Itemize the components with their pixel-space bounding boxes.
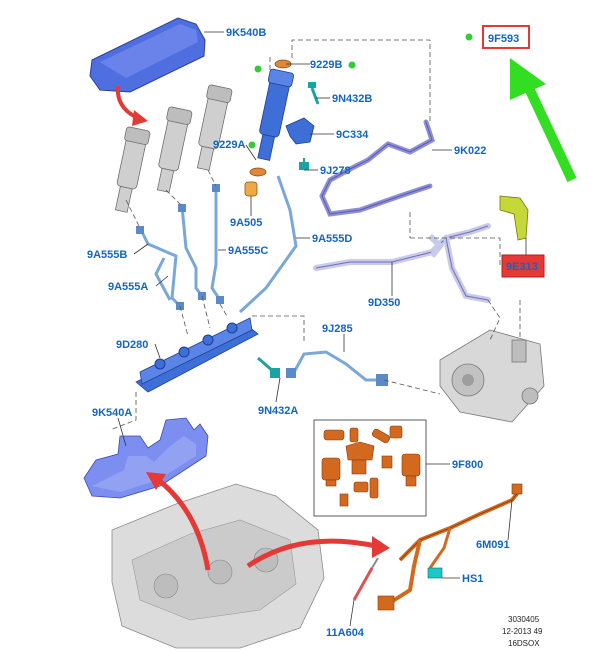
label-6m091: 6M091 (476, 539, 510, 551)
label-9j285: 9J285 (322, 323, 353, 335)
green-marker-dots (248, 33, 473, 149)
label-9a505: 9A505 (230, 217, 262, 229)
upper-engine-cover-part (89, 17, 206, 93)
label-hs1: HS1 (462, 573, 483, 585)
spill-line-9d350-part (313, 223, 491, 303)
assembly-dashed-lines (109, 39, 521, 431)
label-9e313: 9E313 (506, 261, 538, 273)
red-callout-arrow-harness (246, 536, 390, 569)
fuel-rail-9d280-part (135, 317, 259, 393)
bolt-9j278-part (299, 158, 309, 170)
stud-9n432b-part (308, 82, 320, 105)
highlight-box-9f593 (482, 25, 530, 49)
stud-9n432a-part (257, 356, 280, 378)
clamp-9c334-part (285, 117, 315, 145)
label-9f593: 9F593 (488, 33, 519, 45)
label-9j278: 9J278 (320, 165, 351, 177)
label-9a555c: 9A555C (228, 245, 268, 257)
fuel-injectors-part (114, 84, 233, 213)
label-9k540b: 9K540B (226, 27, 266, 39)
label-9d350: 9D350 (368, 297, 400, 309)
hp-pipes-9a555-part (138, 175, 298, 314)
green-pointer-arrow (510, 58, 577, 183)
red-callout-arrow-cover (115, 85, 148, 126)
engine-block-part (111, 483, 325, 649)
footer-line-2: 12-2013 49 (502, 627, 543, 636)
high-pressure-pump-part (439, 329, 545, 423)
return-line-9k022-part (319, 119, 436, 217)
bracket-9e313-part (499, 195, 529, 241)
washer-9229a-part (249, 167, 267, 177)
label-9a555d: 9A555D (312, 233, 352, 245)
label-9a555a: 9A555A (108, 281, 148, 293)
label-9d280: 9D280 (116, 339, 148, 351)
label-9n432a: 9N432A (258, 405, 298, 417)
label-9a555b: 9A555B (87, 249, 127, 261)
highlighted-injector-part (257, 68, 294, 161)
label-9k022: 9K022 (454, 145, 486, 157)
label-9k540a: 9K540A (92, 407, 132, 419)
sensor-hs1-part (427, 567, 443, 579)
label-9n432b: 9N432B (332, 93, 372, 105)
sleeve-9a505-part (244, 181, 258, 197)
footer-line-3: 16DSOX (508, 639, 540, 648)
kit-9f800-part (313, 419, 427, 517)
label-9229b: 9229B (310, 59, 342, 71)
highlight-box-9e313 (501, 254, 545, 278)
part-labels: 9K540B 9F593 9229B 9N432B 9C334 9229A 9K… (87, 27, 538, 639)
label-9c334: 9C334 (336, 129, 369, 141)
reference-footer: 3030405 12-2013 49 16DSOX (502, 615, 543, 648)
glow-plug-11a604-part (352, 557, 379, 601)
label-9229a: 9229A (213, 139, 245, 151)
label-9f800: 9F800 (452, 459, 483, 471)
wiring-harness-6m091-part (377, 483, 523, 611)
pump-line-9j285-part (286, 350, 388, 386)
red-callout-arrow-lower-cover (146, 472, 211, 571)
leader-lines (117, 31, 527, 627)
label-11a604: 11A604 (326, 627, 365, 639)
lower-cover-9k540a-part (83, 417, 209, 499)
hp-pipe-nuts (136, 184, 224, 310)
footer-line-1: 3030405 (508, 615, 540, 624)
